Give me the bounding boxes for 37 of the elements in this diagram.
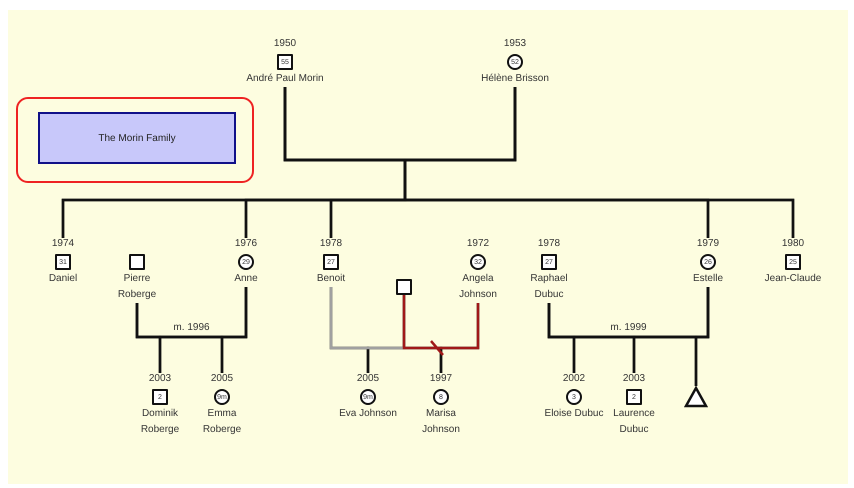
marriage-line bbox=[136, 287, 248, 338]
person-name: Hélène Brisson bbox=[480, 72, 550, 86]
birth-year: 1976 bbox=[234, 238, 258, 250]
person-name: André Paul Morin bbox=[245, 72, 325, 86]
birth-year: 1979 bbox=[696, 238, 720, 250]
person-name: Anne bbox=[233, 272, 259, 286]
birth-year: 2003 bbox=[622, 373, 646, 385]
person-name: Eloise Dubuc bbox=[544, 407, 604, 421]
birth-year: 1974 bbox=[52, 238, 74, 250]
person-name: Jean-Claude bbox=[764, 272, 822, 286]
family-title-box: The Morin Family bbox=[38, 112, 236, 164]
marriage-line bbox=[548, 287, 710, 338]
marriage-line bbox=[402, 295, 480, 350]
birth-year: 1950 bbox=[274, 38, 296, 50]
birth-year: 2005 bbox=[210, 373, 234, 385]
birth-year: 1980 bbox=[782, 238, 804, 250]
person-name: Raphael Dubuc bbox=[529, 272, 569, 302]
person-name: Laurence Dubuc bbox=[612, 407, 656, 437]
marriage-line bbox=[284, 87, 516, 162]
birth-year: 1978 bbox=[538, 238, 560, 250]
birth-year: 1978 bbox=[320, 238, 342, 250]
person-name: Pierre Roberge bbox=[116, 272, 158, 302]
highlight-frame bbox=[16, 97, 254, 183]
birth-year: 1997 bbox=[430, 373, 452, 385]
person-name: Dominik Roberge bbox=[140, 407, 180, 437]
person-name: Marisa Johnson bbox=[421, 407, 461, 437]
person-name: Daniel bbox=[48, 272, 78, 286]
person-name: Emma Roberge bbox=[202, 407, 242, 437]
person-name: Angela Johnson bbox=[458, 272, 498, 302]
person-name: Estelle bbox=[692, 272, 724, 286]
birth-year: 2003 bbox=[148, 373, 172, 385]
birth-year: 1972 bbox=[466, 238, 490, 250]
birth-year: 2005 bbox=[356, 373, 380, 385]
birth-year: 2002 bbox=[562, 373, 586, 385]
person-name: Eva Johnson bbox=[338, 407, 398, 421]
birth-year: 1953 bbox=[504, 38, 526, 50]
person-name: Benoit bbox=[316, 272, 346, 286]
